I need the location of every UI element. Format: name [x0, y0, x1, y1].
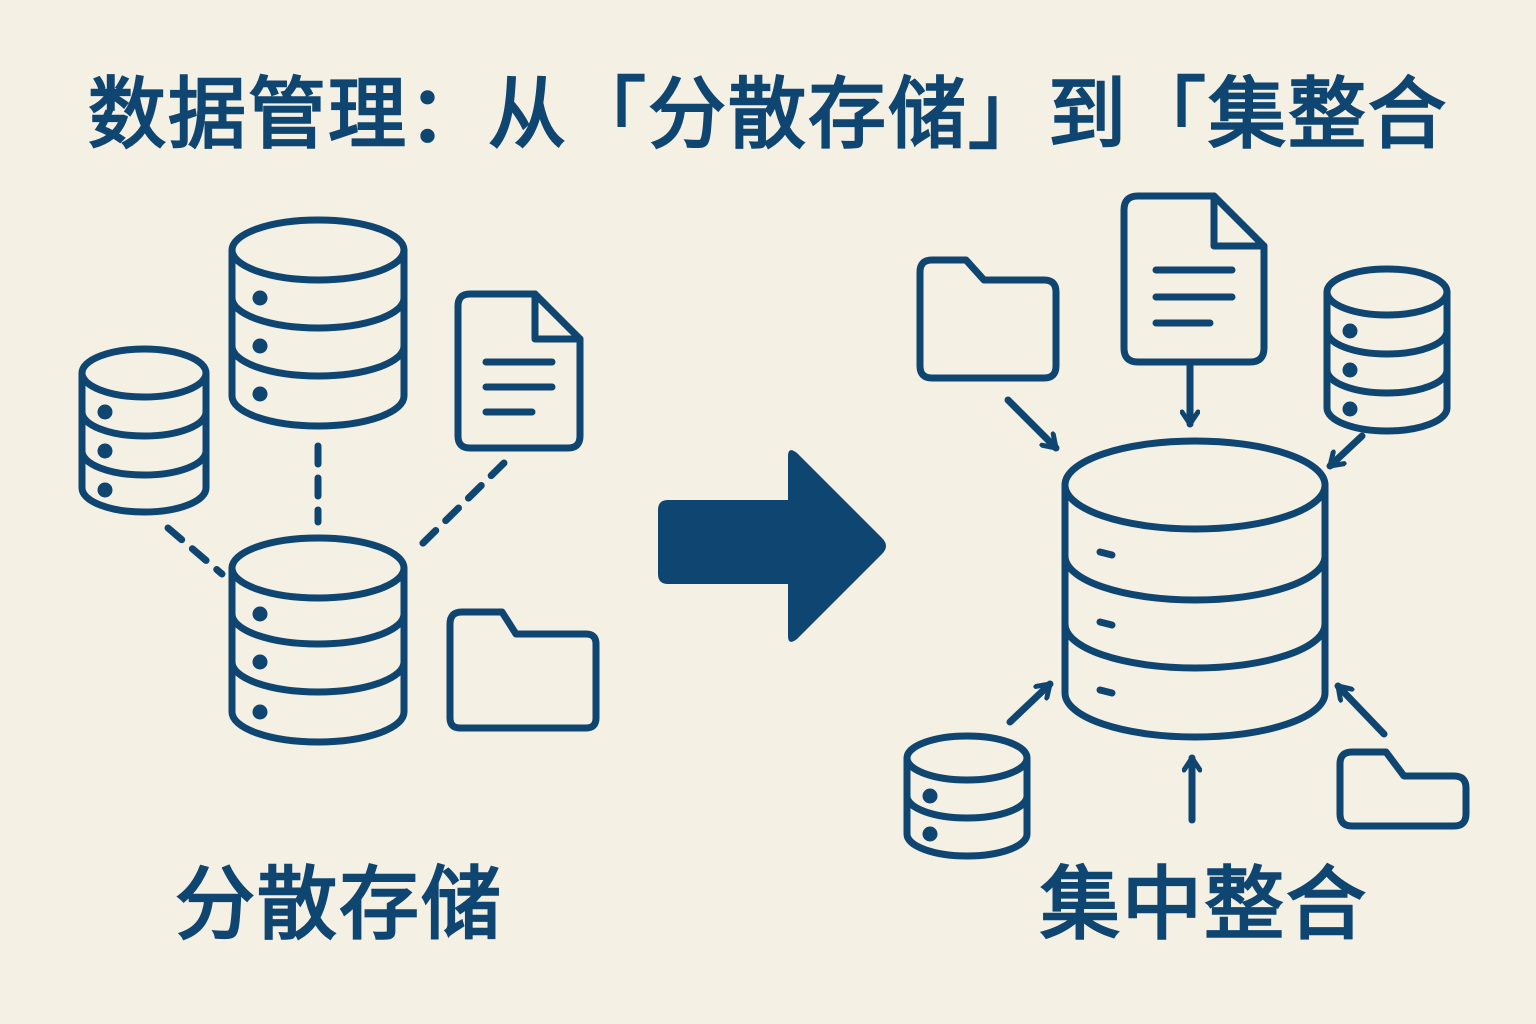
database-icon: [1323, 265, 1451, 435]
folder-icon: [1336, 748, 1470, 830]
database-icon: [903, 732, 1031, 860]
document-icon: [454, 290, 584, 452]
folder-icon: [446, 608, 600, 732]
folder-icon: [916, 256, 1060, 382]
database-icon: [78, 345, 210, 516]
database-icon: [228, 534, 408, 746]
arrow-right-icon: [658, 450, 886, 642]
dashed-connectors: [164, 442, 508, 578]
distributed-storage-label: 分散存储: [175, 858, 503, 951]
central-database-icon: [1061, 437, 1329, 741]
page-title: 数据管理：从「分散存储」到「集整合: [87, 70, 1448, 160]
centralized-integration-label: 集中整合: [1040, 858, 1368, 951]
inbound-arrows: [1004, 362, 1388, 824]
document-icon: [1120, 192, 1268, 366]
database-icon: [228, 216, 408, 430]
